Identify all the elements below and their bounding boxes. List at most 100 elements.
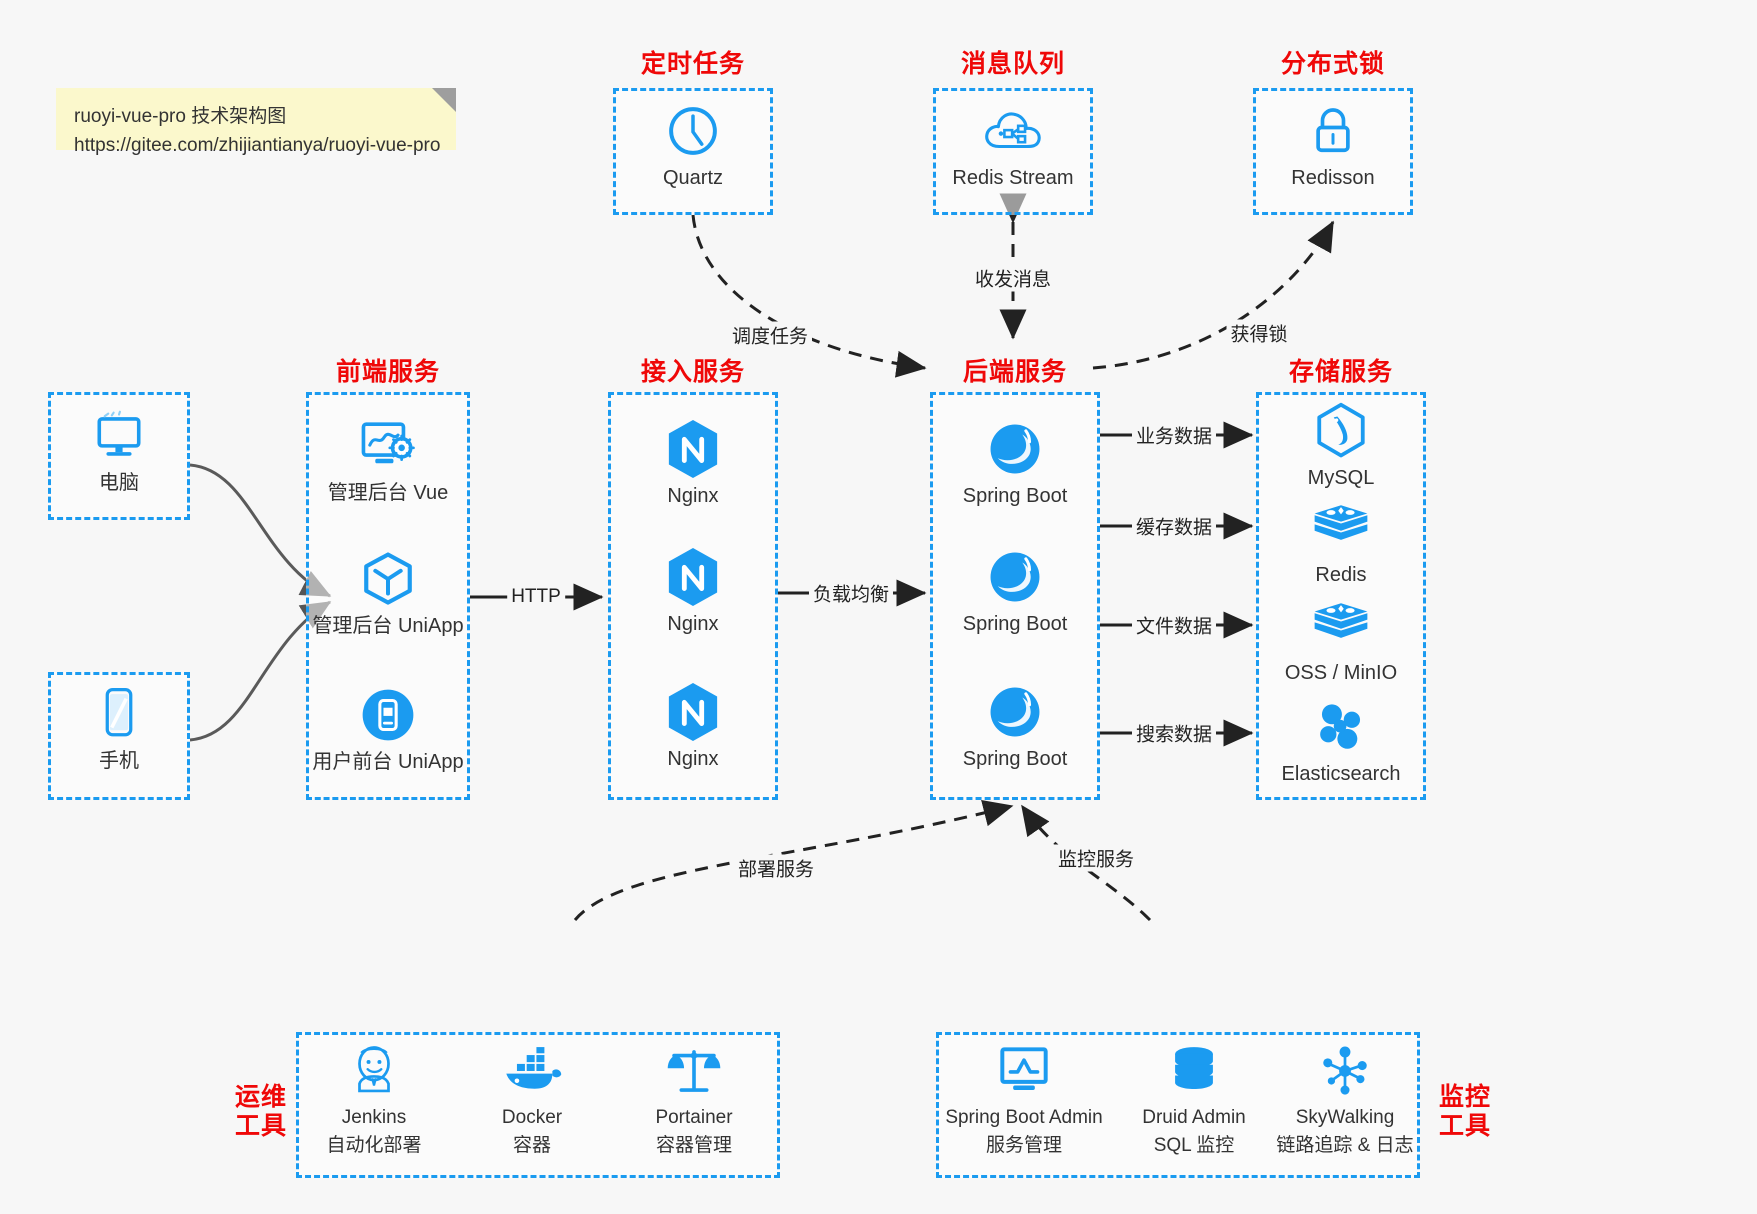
monitor-chart-icon [938, 1040, 1110, 1102]
nginx-icon [608, 681, 778, 743]
node-label: SkyWalking [1295, 1107, 1395, 1128]
node-label: MySQL [1307, 467, 1375, 489]
node-nginx-2[interactable]: Nginx [608, 546, 778, 637]
node-label: Spring Boot [962, 485, 1068, 507]
node-label: Nginx [667, 485, 719, 507]
node-user-uniapp[interactable]: 用户前台 UniApp [294, 684, 482, 775]
redis-icon [1256, 497, 1426, 559]
edge-label-search-data: 搜索数据 [1131, 719, 1217, 747]
node-label: Druid Admin [1142, 1107, 1246, 1128]
edge-label-business-data: 业务数据 [1131, 421, 1217, 449]
oss-icon [1256, 595, 1426, 657]
node-label: Nginx [667, 748, 719, 770]
node-label: Elasticsearch [1281, 763, 1401, 785]
group-title-backend: 后端服务 [962, 358, 1067, 386]
node-spring-boot-1[interactable]: Spring Boot [930, 418, 1100, 509]
node-label: Portainer [655, 1107, 733, 1128]
cloud-stream-icon [933, 100, 1093, 162]
edge-label-cache-data: 缓存数据 [1131, 512, 1217, 540]
monitor-title-line2: 工具 [1438, 1111, 1491, 1140]
node-quartz[interactable]: Quartz [613, 100, 773, 191]
node-label: Redisson [1291, 167, 1375, 189]
node-skywalking[interactable]: SkyWalking 链路追踪 & 日志 [1270, 1040, 1420, 1158]
node-admin-vue[interactable]: 管理后台 Vue [300, 415, 476, 506]
edge-label-send-receive-message: 收发消息 [970, 264, 1056, 292]
note-fold-corner [432, 88, 456, 112]
group-title-distributed-lock: 分布式锁 [1280, 50, 1385, 78]
edge-label-deploy-service: 部署服务 [733, 854, 819, 882]
clock-icon [613, 100, 773, 162]
database-icon [1120, 1040, 1268, 1102]
node-label: Redis Stream [952, 167, 1074, 189]
sticky-note: ruoyi-vue-pro 技术架构图 https://gitee.com/zh… [56, 88, 456, 156]
node-jenkins[interactable]: Jenkins 自动化部署 [304, 1040, 444, 1158]
desktop-icon [48, 405, 190, 467]
node-mysql[interactable]: MySQL [1256, 400, 1426, 491]
node-label: Jenkins [341, 1107, 407, 1128]
app-circle-icon [294, 684, 482, 746]
docker-icon [468, 1040, 596, 1102]
node-sublabel: 容器管理 [655, 1134, 732, 1156]
edge-label-monitor-service: 监控服务 [1053, 844, 1139, 872]
node-label: 用户前台 UniApp [312, 751, 464, 773]
node-label: Spring Boot Admin [945, 1107, 1103, 1128]
edge-label-schedule-task: 调度任务 [727, 321, 813, 349]
edge-label-load-balance: 负载均衡 [808, 579, 894, 607]
edge-label-acquire-lock: 获得锁 [1226, 319, 1292, 347]
node-redisson[interactable]: Redisson [1253, 100, 1413, 191]
node-druid-admin[interactable]: Druid Admin SQL 监控 [1120, 1040, 1268, 1158]
node-oss-minio[interactable]: OSS / MinIO [1256, 595, 1426, 686]
node-mobile[interactable]: 手机 [48, 683, 190, 774]
node-label: Spring Boot [962, 748, 1068, 770]
node-nginx-3[interactable]: Nginx [608, 681, 778, 772]
group-storage [1256, 392, 1426, 800]
node-desktop[interactable]: 电脑 [48, 405, 190, 496]
node-sublabel: 自动化部署 [326, 1134, 422, 1156]
note-url: https://gitee.com/zhijiantianya/ruoyi-vu… [74, 135, 441, 157]
nginx-icon [608, 546, 778, 608]
node-label: OSS / MinIO [1284, 662, 1398, 684]
node-spring-boot-admin[interactable]: Spring Boot Admin 服务管理 [938, 1040, 1110, 1158]
group-title-storage: 存储服务 [1288, 358, 1393, 386]
node-label: Nginx [667, 613, 719, 635]
scales-icon [624, 1040, 764, 1102]
node-label: Redis [1315, 564, 1367, 586]
node-elasticsearch[interactable]: Elasticsearch [1256, 696, 1426, 787]
spring-icon [930, 681, 1100, 743]
edge-label-file-data: 文件数据 [1131, 611, 1217, 639]
node-portainer[interactable]: Portainer 容器管理 [624, 1040, 764, 1158]
node-redis-stream[interactable]: Redis Stream [933, 100, 1093, 191]
node-nginx-1[interactable]: Nginx [608, 418, 778, 509]
dashboard-gear-icon [300, 415, 476, 477]
node-redis[interactable]: Redis [1256, 497, 1426, 588]
node-sublabel: 容器 [512, 1134, 551, 1156]
node-spring-boot-3[interactable]: Spring Boot [930, 681, 1100, 772]
nginx-icon [608, 418, 778, 480]
group-title-monitor-tools: 监控工具 [1432, 1083, 1498, 1141]
group-message-queue [933, 88, 1093, 215]
spring-icon [930, 546, 1100, 608]
mysql-icon [1256, 400, 1426, 462]
group-title-message-queue: 消息队列 [960, 50, 1065, 78]
ops-title-line1: 运维 [234, 1083, 287, 1111]
lock-icon [1253, 100, 1413, 162]
node-label: Docker [501, 1107, 563, 1128]
node-label: 管理后台 Vue [327, 482, 449, 504]
node-docker[interactable]: Docker 容器 [468, 1040, 596, 1158]
node-sublabel: SQL 监控 [1153, 1134, 1235, 1156]
skywalking-icon [1270, 1040, 1420, 1102]
node-admin-uniapp[interactable]: 管理后台 UniApp [294, 548, 482, 639]
monitor-title-line1: 监控 [1438, 1083, 1491, 1111]
node-sublabel: 服务管理 [985, 1134, 1062, 1156]
mobile-icon [48, 683, 190, 745]
group-title-gateway: 接入服务 [640, 358, 745, 386]
node-sublabel: 链路追踪 & 日志 [1276, 1134, 1414, 1156]
node-label: 电脑 [99, 472, 139, 494]
node-spring-boot-2[interactable]: Spring Boot [930, 546, 1100, 637]
group-title-ops-tools: 运维工具 [228, 1083, 294, 1141]
elasticsearch-icon [1256, 696, 1426, 758]
jenkins-icon [304, 1040, 444, 1102]
ops-title-line2: 工具 [234, 1111, 287, 1140]
